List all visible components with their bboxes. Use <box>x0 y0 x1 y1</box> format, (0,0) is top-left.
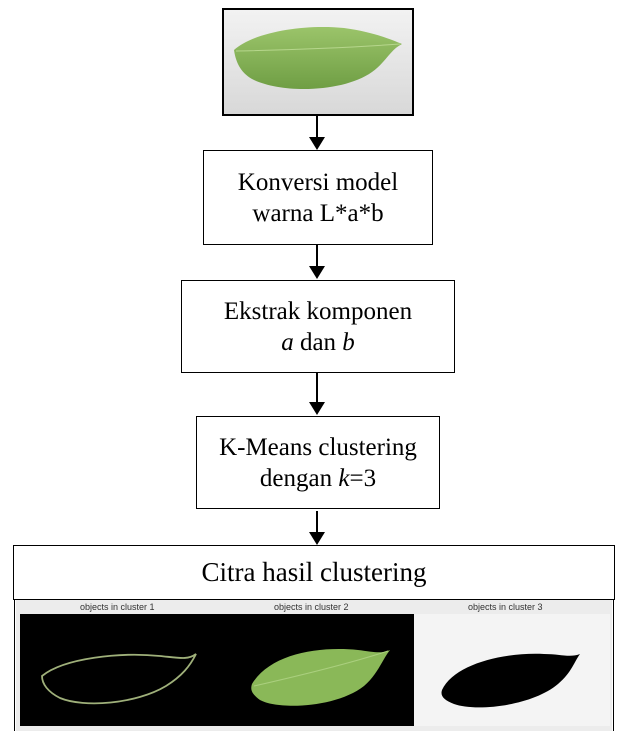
step-kmeans-line1: K-Means clustering <box>219 433 417 461</box>
step-kmeans-line2: dengan k=3 <box>260 463 376 494</box>
cluster-1-image <box>20 614 218 726</box>
text-dan: dan <box>293 328 343 356</box>
step-convert-lab-line2: warna L*a*b <box>252 199 384 227</box>
result-title: Citra hasil clustering <box>13 545 615 600</box>
cluster-1-label: objects in cluster 1 <box>80 602 155 612</box>
flow-arrow-4 <box>309 511 325 545</box>
text-dengan: dengan <box>259 464 339 492</box>
step-extract-line2: a dan b <box>281 327 355 358</box>
cluster-2-label: objects in cluster 2 <box>274 602 349 612</box>
var-b: b <box>342 328 355 356</box>
cluster-2-image <box>218 614 414 726</box>
step-extract-components: Ekstrak komponen a dan b <box>181 280 455 373</box>
result-frame <box>14 545 614 731</box>
cluster-3-label: objects in cluster 3 <box>468 602 543 612</box>
step-convert-lab-line1: Konversi model <box>237 168 399 196</box>
flow-arrow-3 <box>309 373 325 415</box>
var-a: a <box>281 328 294 356</box>
var-k: k <box>338 464 350 492</box>
flow-arrow-1 <box>309 116 325 150</box>
step-convert-lab: Konversi model warna L*a*b <box>203 150 433 245</box>
step-kmeans: K-Means clustering dengan k=3 <box>196 416 440 509</box>
text-eq3: =3 <box>349 464 377 492</box>
cluster-results: objects in cluster 1 objects in cluster … <box>16 600 612 731</box>
flow-arrow-2 <box>309 245 325 279</box>
leaf-photo-icon <box>224 10 412 114</box>
input-leaf-image <box>222 8 414 116</box>
cluster-3-image <box>414 614 610 726</box>
step-extract-line1: Ekstrak komponen <box>223 297 413 325</box>
